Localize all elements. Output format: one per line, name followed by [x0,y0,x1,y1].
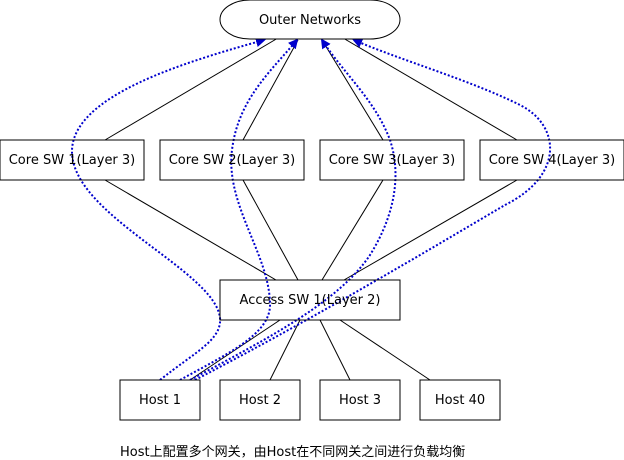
link-outer-core2 [242,39,299,141]
node-core-sw-3-label: Core SW 3(Layer 3) [329,153,456,168]
link-access-host3 [319,319,351,381]
load-balance-paths [70,37,552,381]
diagram-caption: Host上配置多个网关，由Host在不同网关之间进行负载均衡 [120,445,466,460]
node-core-sw-1-label: Core SW 1(Layer 3) [9,153,136,168]
node-core-sw-3: Core SW 3(Layer 3) [319,139,465,181]
dotted-path-via-core4 [194,38,552,381]
dotted-path-via-core1 [70,37,266,381]
link-core4-access [343,179,518,281]
node-host-1: Host 1 [119,379,201,421]
dotted-path-via-core2 [179,38,299,381]
link-core1-access [104,179,277,281]
link-outer-core4 [342,37,518,141]
node-host-40-label: Host 40 [435,393,485,408]
dotted-path-via-core3 [189,38,397,381]
node-outer-networks: Outer Networks [219,0,401,40]
node-outer-networks-label: Outer Networks [259,13,361,28]
node-core-sw-4: Core SW 4(Layer 3) [479,139,624,181]
node-host-40: Host 40 [419,379,501,421]
link-access-host2 [269,319,301,381]
network-diagram: Outer Networks Core SW 1(Layer 3) Core S… [0,0,624,421]
link-access-host40 [339,319,431,381]
node-core-sw-4-label: Core SW 4(Layer 3) [489,153,616,168]
node-host-3-label: Host 3 [339,393,381,408]
node-host-1-label: Host 1 [139,393,181,408]
node-core-sw-2: Core SW 2(Layer 3) [159,139,305,181]
node-host-2-label: Host 2 [239,393,281,408]
node-access-sw-1: Access SW 1(Layer 2) [219,279,401,321]
link-access-host1 [189,319,281,381]
link-outer-core1 [104,37,279,141]
node-core-sw-1: Core SW 1(Layer 3) [0,139,145,181]
node-access-sw-1-label: Access SW 1(Layer 2) [240,293,381,308]
node-host-3: Host 3 [319,379,401,421]
node-host-2: Host 2 [219,379,301,421]
node-core-sw-2-label: Core SW 2(Layer 3) [169,153,296,168]
link-core3-access [321,179,384,281]
link-core2-access [242,179,299,281]
link-outer-core3 [321,39,384,141]
connection-lines [104,37,518,381]
